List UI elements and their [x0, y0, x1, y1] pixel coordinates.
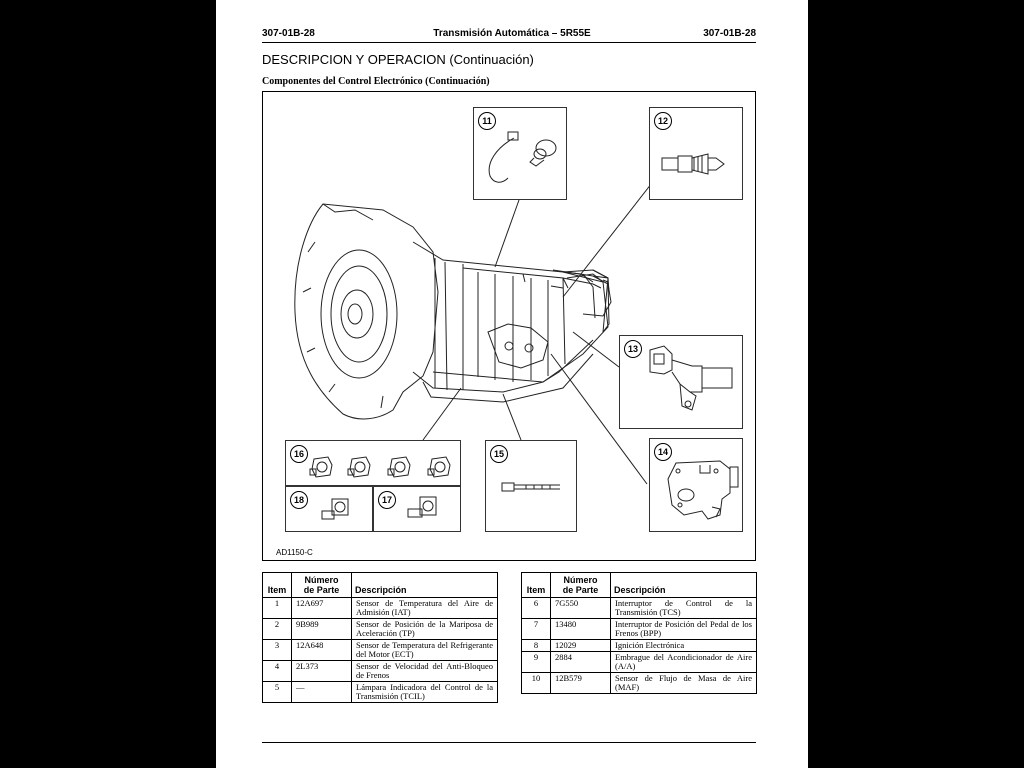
- illustration-lines: [294, 155, 674, 485]
- col-description-header: Descripción: [351, 572, 498, 598]
- callout-17: 17: [378, 491, 396, 509]
- description-cell: Interruptor de Control de la Transmisión…: [610, 597, 757, 619]
- item-cell: 4: [262, 660, 292, 682]
- description-cell: Lámpara Indicadora del Control de la Tra…: [351, 681, 498, 703]
- col-part-header-line1: Número: [563, 575, 598, 585]
- item-cell: 8: [521, 639, 551, 652]
- part-cell: 12B579: [550, 672, 611, 694]
- callout-box-18: 18: [285, 486, 373, 532]
- col-item-header: Item: [262, 572, 292, 598]
- description-cell: Ignición Electrónica: [610, 639, 757, 652]
- callout-box-13: 13: [619, 335, 743, 429]
- part-cell: —: [291, 681, 352, 703]
- part-cell: 2884: [550, 651, 611, 673]
- description-cell: Sensor de Posición de la Mariposa de Ace…: [351, 618, 498, 640]
- item-cell: 10: [521, 672, 551, 694]
- col-item-header: Item: [521, 572, 551, 598]
- callout-12: 12: [654, 112, 672, 130]
- description-cell: Sensor de Flujo de Masa de Aire (MAF): [610, 672, 757, 694]
- sensor-12-drawing: [661, 153, 725, 175]
- col-part-header-line2: de Parte: [303, 585, 340, 595]
- part-cell: 12A648: [291, 639, 352, 661]
- item-cell: 1: [262, 597, 292, 619]
- transmission-illustration: 11 12: [262, 91, 756, 561]
- description-cell: Sensor de Velocidad del Anti-Bloqueo de …: [351, 660, 498, 682]
- sensor-13-drawing: [649, 345, 733, 411]
- callout-box-15: 15: [485, 440, 577, 532]
- callout-box-17: 17: [373, 486, 461, 532]
- page-subtitle: Componentes del Control Electrónico (Con…: [262, 76, 490, 87]
- col-part-header-line2: de Parte: [562, 585, 599, 595]
- footer-rule: [262, 742, 756, 743]
- callout-14: 14: [654, 443, 672, 461]
- part-cell: 12029: [550, 639, 611, 652]
- manual-page: 307-01B-28 Transmisión Automática – 5R55…: [216, 0, 808, 768]
- item-cell: 6: [521, 597, 551, 619]
- callout-18: 18: [290, 491, 308, 509]
- item-cell: 7: [521, 618, 551, 640]
- item-cell: 3: [262, 639, 292, 661]
- description-cell: Interruptor de Posición del Pedal de los…: [610, 618, 757, 640]
- callout-box-16: 16: [285, 440, 461, 486]
- header-rule: [262, 42, 756, 43]
- page-number-left: 307-01B-28: [262, 28, 315, 39]
- part-cell: 9B989: [291, 618, 352, 640]
- sensor-15-drawing: [501, 482, 560, 492]
- section-title: Transmisión Automática – 5R55E: [433, 28, 591, 39]
- callout-box-14: 14: [649, 438, 743, 532]
- item-cell: 9: [521, 651, 551, 673]
- figure-id: AD1150-C: [276, 548, 313, 557]
- part-cell: 2L373: [291, 660, 352, 682]
- table-row: 5—Lámpara Indicadora del Control de la T…: [262, 681, 498, 703]
- callout-box-11: 11: [473, 107, 567, 200]
- callout-11: 11: [478, 112, 496, 130]
- sensor-11-drawing: [488, 131, 557, 183]
- part-cell: 12A697: [291, 597, 352, 619]
- callout-box-12: 12: [649, 107, 743, 200]
- description-cell: Embrague del Acondicionador de Aire (A/A…: [610, 651, 757, 673]
- page-title: DESCRIPCION Y OPERACION (Continuación): [262, 52, 534, 67]
- solenoid-17-drawing: [407, 496, 437, 518]
- callout-16: 16: [290, 445, 308, 463]
- description-cell: Sensor de Temperatura del Refrigerante d…: [351, 639, 498, 661]
- item-cell: 2: [262, 618, 292, 640]
- callout-15: 15: [490, 445, 508, 463]
- sensor-14-drawing: [667, 460, 739, 520]
- callout-13: 13: [624, 340, 642, 358]
- col-part-header-line1: Número: [304, 575, 339, 585]
- solenoids-16-drawing: [309, 456, 451, 478]
- part-cell: 7G550: [550, 597, 611, 619]
- part-cell: 13480: [550, 618, 611, 640]
- description-cell: Sensor de Temperatura del Aire de Admisi…: [351, 597, 498, 619]
- page-number-right: 307-01B-28: [703, 28, 756, 39]
- solenoid-18-drawing: [321, 498, 349, 520]
- item-cell: 5: [262, 681, 292, 703]
- col-description-header: Descripción: [610, 572, 757, 598]
